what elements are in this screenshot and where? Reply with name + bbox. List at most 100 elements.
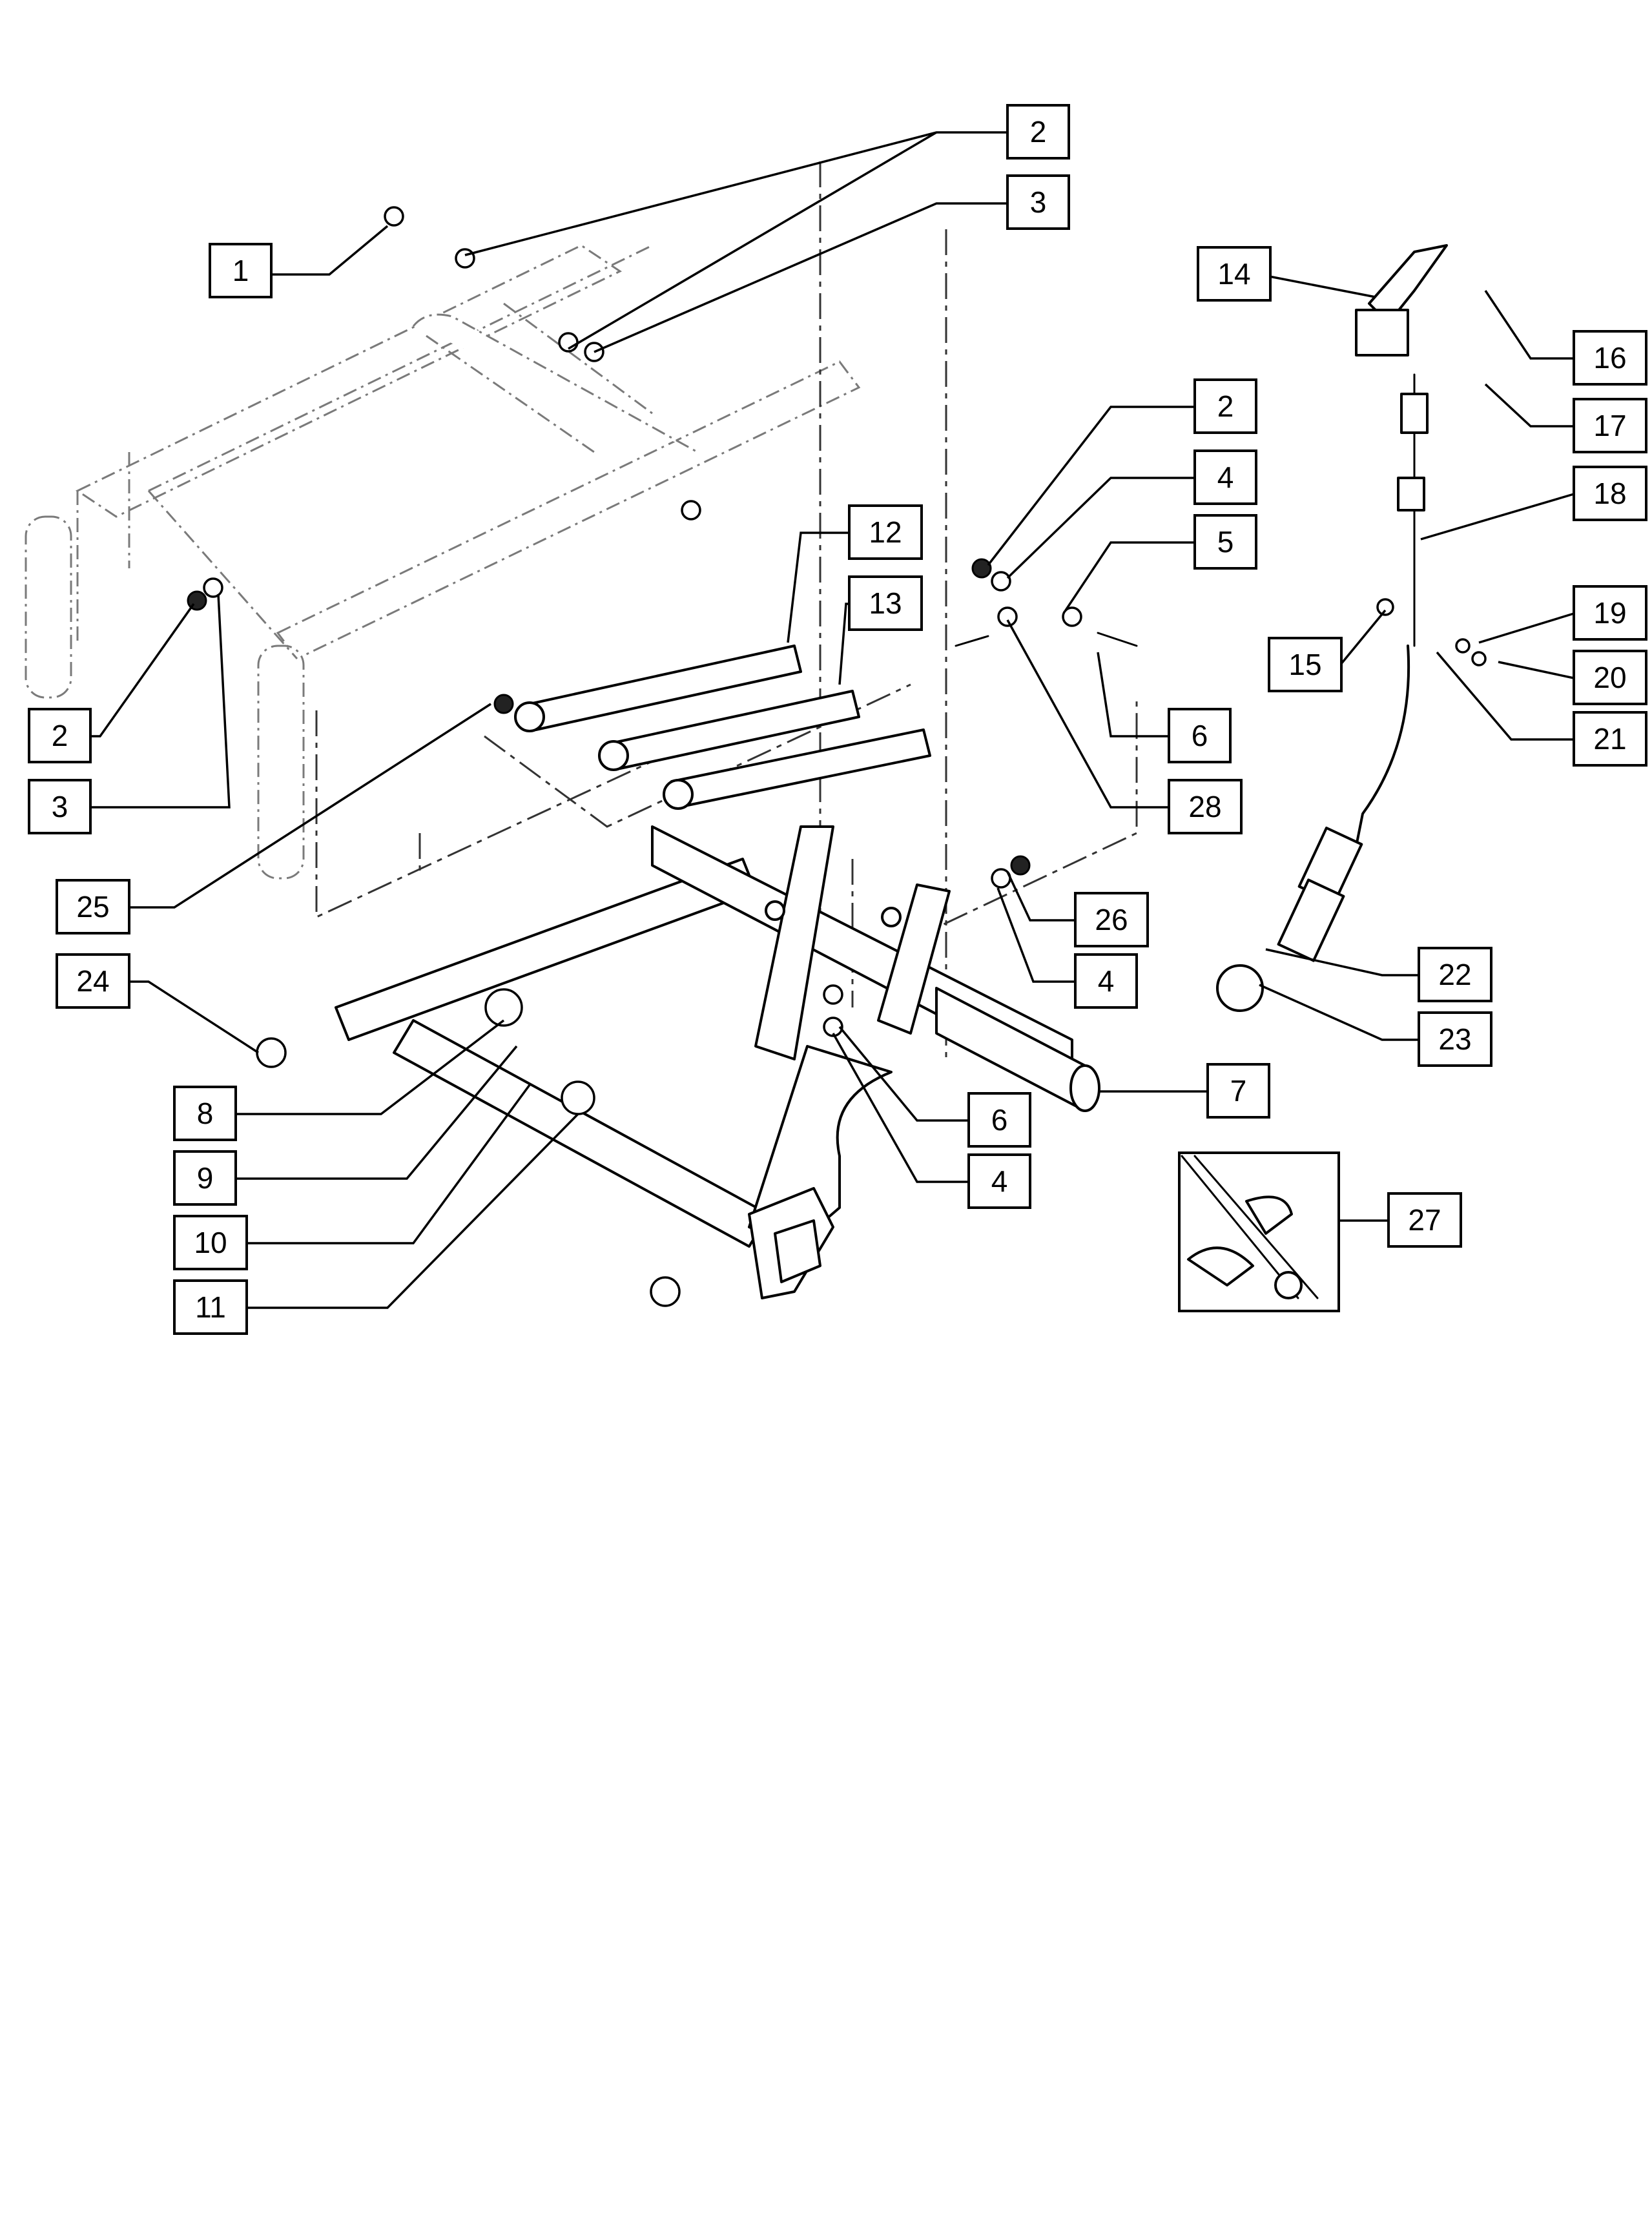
callout-1: 1	[209, 243, 273, 298]
callout-5: 5	[1193, 514, 1257, 570]
callout-number: 22	[1438, 958, 1471, 991]
callout-box	[1206, 1063, 1270, 1119]
callout-box	[1197, 246, 1272, 302]
callout-20: 20	[1573, 650, 1647, 705]
callout-number: 16	[1593, 341, 1626, 375]
callout-number: 20	[1593, 661, 1626, 694]
callout-box	[1074, 953, 1138, 1009]
callout-box	[173, 1150, 237, 1206]
callout-26: 26	[1074, 892, 1149, 947]
callout-box	[848, 504, 923, 560]
callout-box	[1573, 330, 1647, 386]
callout-24: 24	[56, 953, 130, 1009]
callout-4: 4	[967, 1153, 1031, 1209]
callout-box	[1573, 398, 1647, 453]
callout-number: 14	[1217, 257, 1250, 291]
callout-13: 13	[848, 575, 923, 631]
callout-box	[1573, 466, 1647, 521]
callout-8: 8	[173, 1086, 237, 1141]
callout-2: 2	[1006, 104, 1070, 160]
gas-spring-cylinders	[514, 645, 931, 810]
callout-4: 4	[1193, 449, 1257, 505]
callout-number: 28	[1188, 790, 1221, 823]
callout-number: 11	[195, 1290, 226, 1324]
callout-2: 2	[1193, 378, 1257, 434]
callout-box	[1168, 779, 1243, 834]
callout-number: 3	[1030, 185, 1047, 219]
callout-18: 18	[1573, 466, 1647, 521]
callout-28: 28	[1168, 779, 1243, 834]
callout-number: 25	[76, 890, 109, 924]
callout-6: 6	[1168, 708, 1232, 763]
callout-number: 5	[1217, 525, 1234, 559]
callout-box	[1268, 637, 1343, 692]
callout-23: 23	[1418, 1011, 1492, 1067]
callout-11: 11	[173, 1279, 248, 1335]
assembly-phantom-lines	[315, 161, 1138, 1059]
callout-number: 6	[1192, 719, 1208, 752]
callout-number: 27	[1408, 1203, 1441, 1237]
callout-box	[56, 879, 130, 934]
callout-number: 17	[1593, 409, 1626, 442]
callout-box	[967, 1153, 1031, 1209]
callout-number: 26	[1095, 903, 1128, 936]
callout-number: 18	[1593, 477, 1626, 510]
callout-box	[1573, 711, 1647, 767]
callout-number: 7	[1230, 1074, 1247, 1108]
callout-15: 15	[1268, 637, 1343, 692]
callout-16: 16	[1573, 330, 1647, 386]
callout-number: 1	[232, 254, 249, 287]
callout-box	[1006, 104, 1070, 160]
callout-14: 14	[1197, 246, 1272, 302]
callout-box	[1193, 449, 1257, 505]
callout-number: 19	[1593, 596, 1626, 630]
callout-number: 23	[1438, 1022, 1471, 1056]
callout-number: 6	[991, 1103, 1008, 1137]
callout-21: 21	[1573, 711, 1647, 767]
callout-box	[848, 575, 923, 631]
callout-number: 9	[197, 1161, 214, 1195]
callout-number: 12	[869, 515, 902, 549]
fastener-hardware	[187, 206, 1487, 1307]
callout-box	[173, 1086, 237, 1141]
callout-number: 10	[194, 1226, 227, 1259]
callout-number: 4	[991, 1164, 1008, 1198]
callout-19: 19	[1573, 585, 1647, 641]
callout-9: 9	[173, 1150, 237, 1206]
phantom-seat-frame	[25, 244, 861, 880]
callout-number: 24	[76, 964, 109, 998]
callout-box	[1168, 708, 1232, 763]
callout-number: 2	[1217, 389, 1234, 423]
callout-box	[173, 1215, 248, 1270]
callout-box	[1193, 514, 1257, 570]
callout-25: 25	[56, 879, 130, 934]
callout-4: 4	[1074, 953, 1138, 1009]
callout-12: 12	[848, 504, 923, 560]
callout-box	[1193, 378, 1257, 434]
callout-box	[209, 243, 273, 298]
callout-box	[28, 708, 92, 763]
callout-10: 10	[173, 1215, 248, 1270]
callout-3: 3	[28, 779, 92, 834]
inset-detail-27	[1178, 1151, 1340, 1312]
callout-box	[1418, 1011, 1492, 1067]
callout-7: 7	[1206, 1063, 1270, 1119]
callout-box	[1074, 892, 1149, 947]
callout-17: 17	[1573, 398, 1647, 453]
callout-22: 22	[1418, 947, 1492, 1002]
callout-box	[28, 779, 92, 834]
callout-6: 6	[967, 1092, 1031, 1148]
callout-3: 3	[1006, 174, 1070, 230]
callout-2: 2	[28, 708, 92, 763]
callout-box	[1006, 174, 1070, 230]
callout-box	[1387, 1192, 1462, 1248]
callout-box	[1573, 650, 1647, 705]
callout-number: 2	[52, 719, 68, 752]
callout-box	[1418, 947, 1492, 1002]
callout-number: 4	[1098, 964, 1115, 998]
callout-number: 15	[1288, 648, 1321, 681]
callout-box	[967, 1092, 1031, 1148]
release-cable-assembly	[1216, 244, 1448, 1012]
